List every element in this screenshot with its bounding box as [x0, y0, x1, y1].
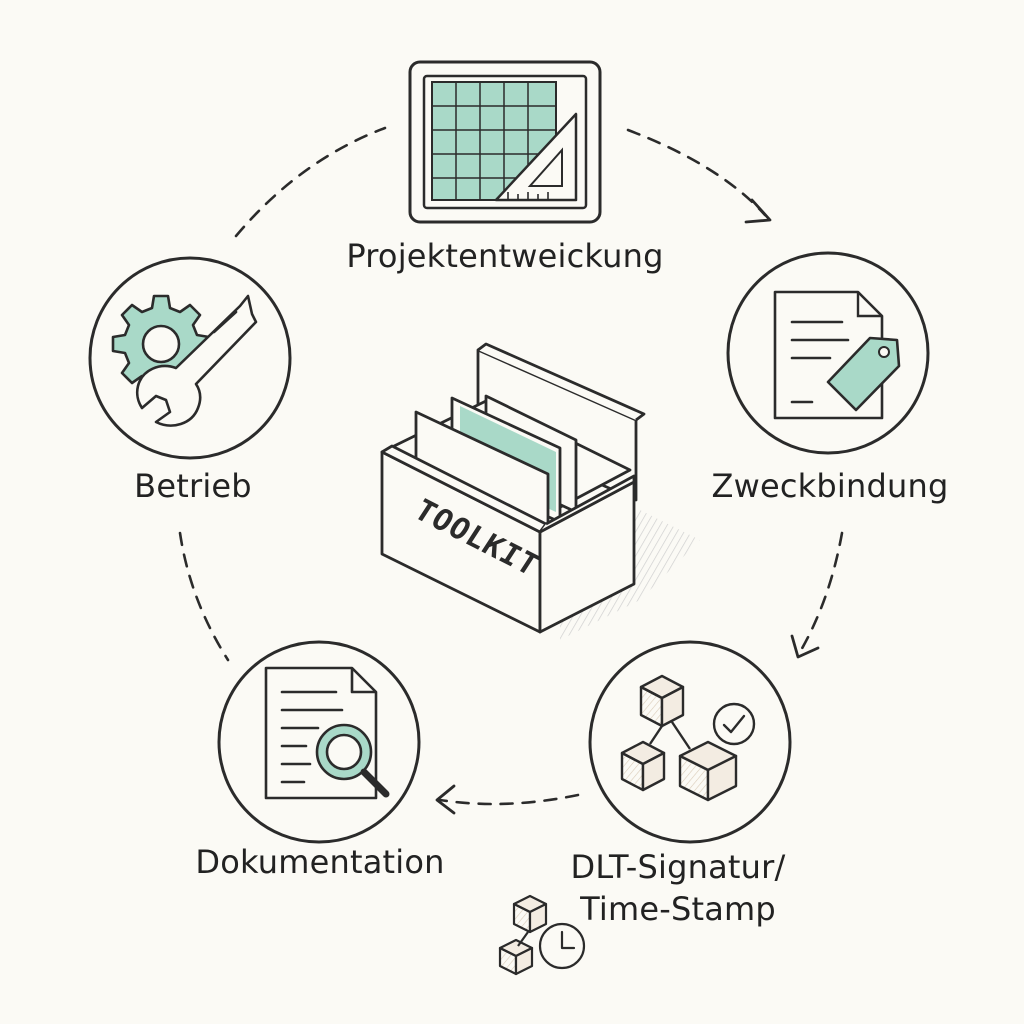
- blockchain-clock-icon: [498, 894, 586, 976]
- document-tag-icon: [773, 290, 901, 420]
- blueprint-grid-icon: [408, 60, 602, 224]
- betrieb-node: [88, 256, 292, 460]
- arrow-betrieb-to-projekt: [234, 126, 387, 238]
- arrow-projekt-to-zweck: [626, 128, 767, 217]
- dlt-circle: [588, 640, 792, 844]
- document-magnifier-icon: [264, 666, 390, 800]
- arrow-heads: [435, 198, 820, 815]
- doku-node: [217, 640, 421, 844]
- arrowhead-dlt: [790, 634, 820, 659]
- dlt-node: [588, 640, 792, 844]
- blockchain-check-icon: [620, 674, 756, 802]
- projekt-label: Projektentweickung: [346, 237, 664, 275]
- arrowhead-zweck: [744, 198, 772, 224]
- arrowhead-doku: [435, 784, 456, 815]
- zweck-node: [726, 251, 930, 455]
- cycle-arrows: [178, 126, 844, 806]
- betrieb-label: Betrieb: [134, 467, 252, 505]
- dlt-label-line1: DLT-Signatur/: [570, 848, 786, 886]
- arrow-dlt-to-doku: [438, 793, 580, 806]
- doku-label: Dokumentation: [195, 843, 445, 881]
- arrow-doku-to-betrieb: [178, 531, 230, 662]
- dlt-label-line2: Time-Stamp: [580, 890, 776, 928]
- zweck-label: Zweckbindung: [711, 467, 949, 505]
- toolkit-box-icon: [380, 342, 700, 640]
- dlt-label: DLT-Signatur/ Time-Stamp: [571, 846, 786, 930]
- gear-wrench-icon: [111, 294, 258, 427]
- arrow-zweck-to-dlt: [798, 531, 844, 654]
